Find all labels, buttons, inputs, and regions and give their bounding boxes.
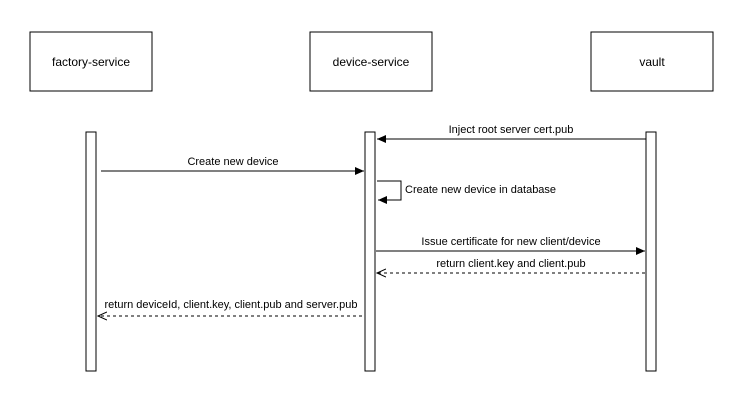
message-label: Create new device	[187, 156, 278, 168]
message-create-device-in-database: Create new device in database	[377, 180, 556, 204]
actor-vault: vault	[590, 31, 714, 92]
message-return-client-keys: return client.key and client.pub	[377, 258, 645, 273]
message-label: Issue certificate for new client/device	[421, 236, 600, 248]
message-return-device-id: return deviceId, client.key, client.pub …	[98, 299, 362, 316]
message-inject-root-cert: Inject root server cert.pub	[377, 124, 646, 143]
activation-bar-device-service	[364, 131, 376, 372]
message-arrow	[377, 180, 402, 204]
actor-device-service: device-service	[309, 31, 433, 92]
message-label: Inject root server cert.pub	[449, 124, 574, 136]
message-label: return deviceId, client.key, client.pub …	[105, 299, 358, 311]
message-label: return client.key and client.pub	[436, 258, 585, 270]
message-label: Create new device in database	[405, 184, 556, 196]
message-issue-certificate: Issue certificate for new client/device	[376, 236, 645, 255]
activation-bar-factory-service	[85, 131, 97, 372]
actor-label: device-service	[333, 55, 410, 69]
message-create-new-device: Create new device	[101, 156, 364, 175]
actor-box	[29, 31, 153, 92]
actor-box	[309, 31, 433, 92]
activation-bar-vault	[645, 131, 657, 372]
actor-box	[590, 31, 714, 92]
actor-factory-service: factory-service	[29, 31, 153, 92]
actor-label: factory-service	[52, 55, 130, 69]
actor-label: vault	[639, 55, 665, 69]
